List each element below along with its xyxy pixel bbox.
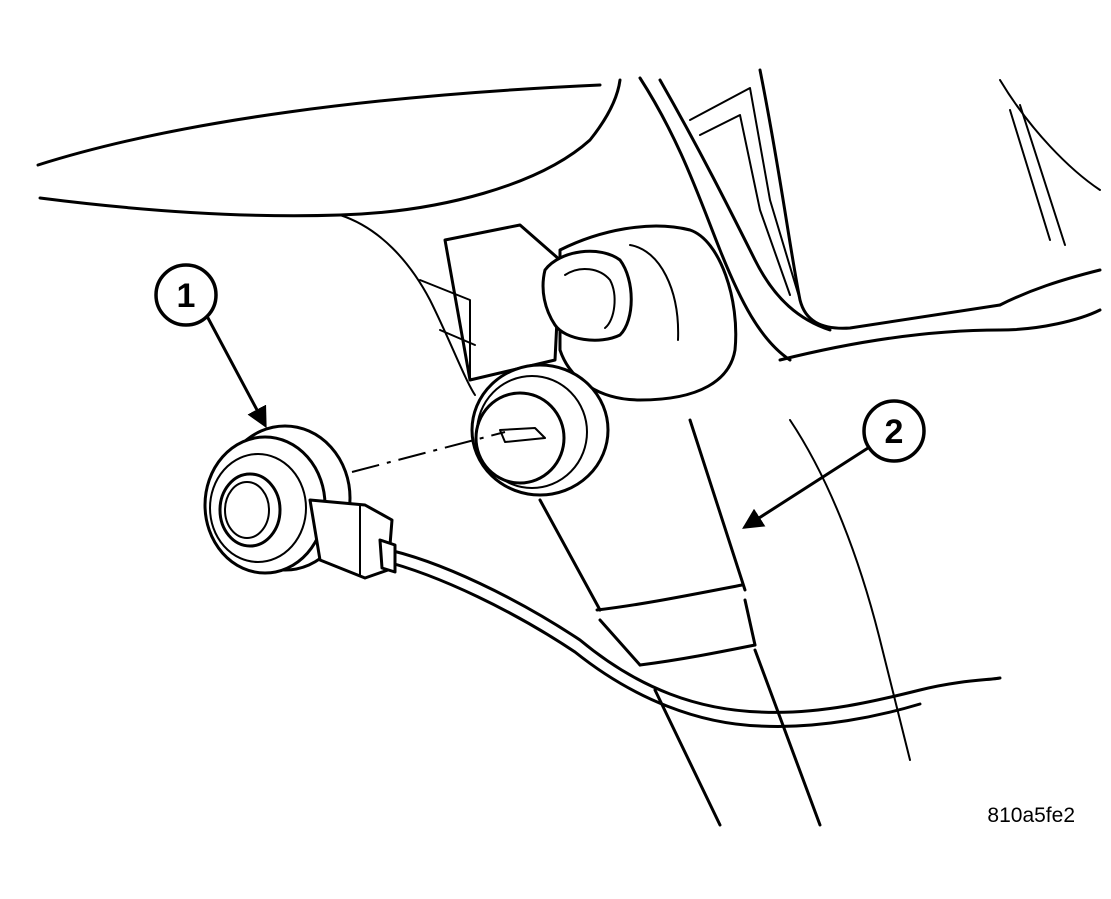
callout-1-number: 1 <box>177 277 196 315</box>
mounting-boss <box>470 363 610 497</box>
installation-centerline <box>351 431 506 473</box>
steering-column-tube <box>538 418 822 827</box>
figure-id: 810a5fe2 <box>987 804 1075 827</box>
column-shroud <box>638 68 1102 761</box>
lock-housing <box>419 223 738 402</box>
sensor <box>203 424 1002 728</box>
callout-2-circle <box>862 399 926 463</box>
callout-2-number: 2 <box>885 413 904 451</box>
callout-1: 1 <box>154 263 267 429</box>
callout-2: 2 <box>742 399 926 529</box>
instrument-panel <box>36 78 622 396</box>
callout-1-arrow <box>206 316 267 429</box>
callout-2-arrow <box>742 446 870 529</box>
callout-1-circle <box>154 263 218 327</box>
